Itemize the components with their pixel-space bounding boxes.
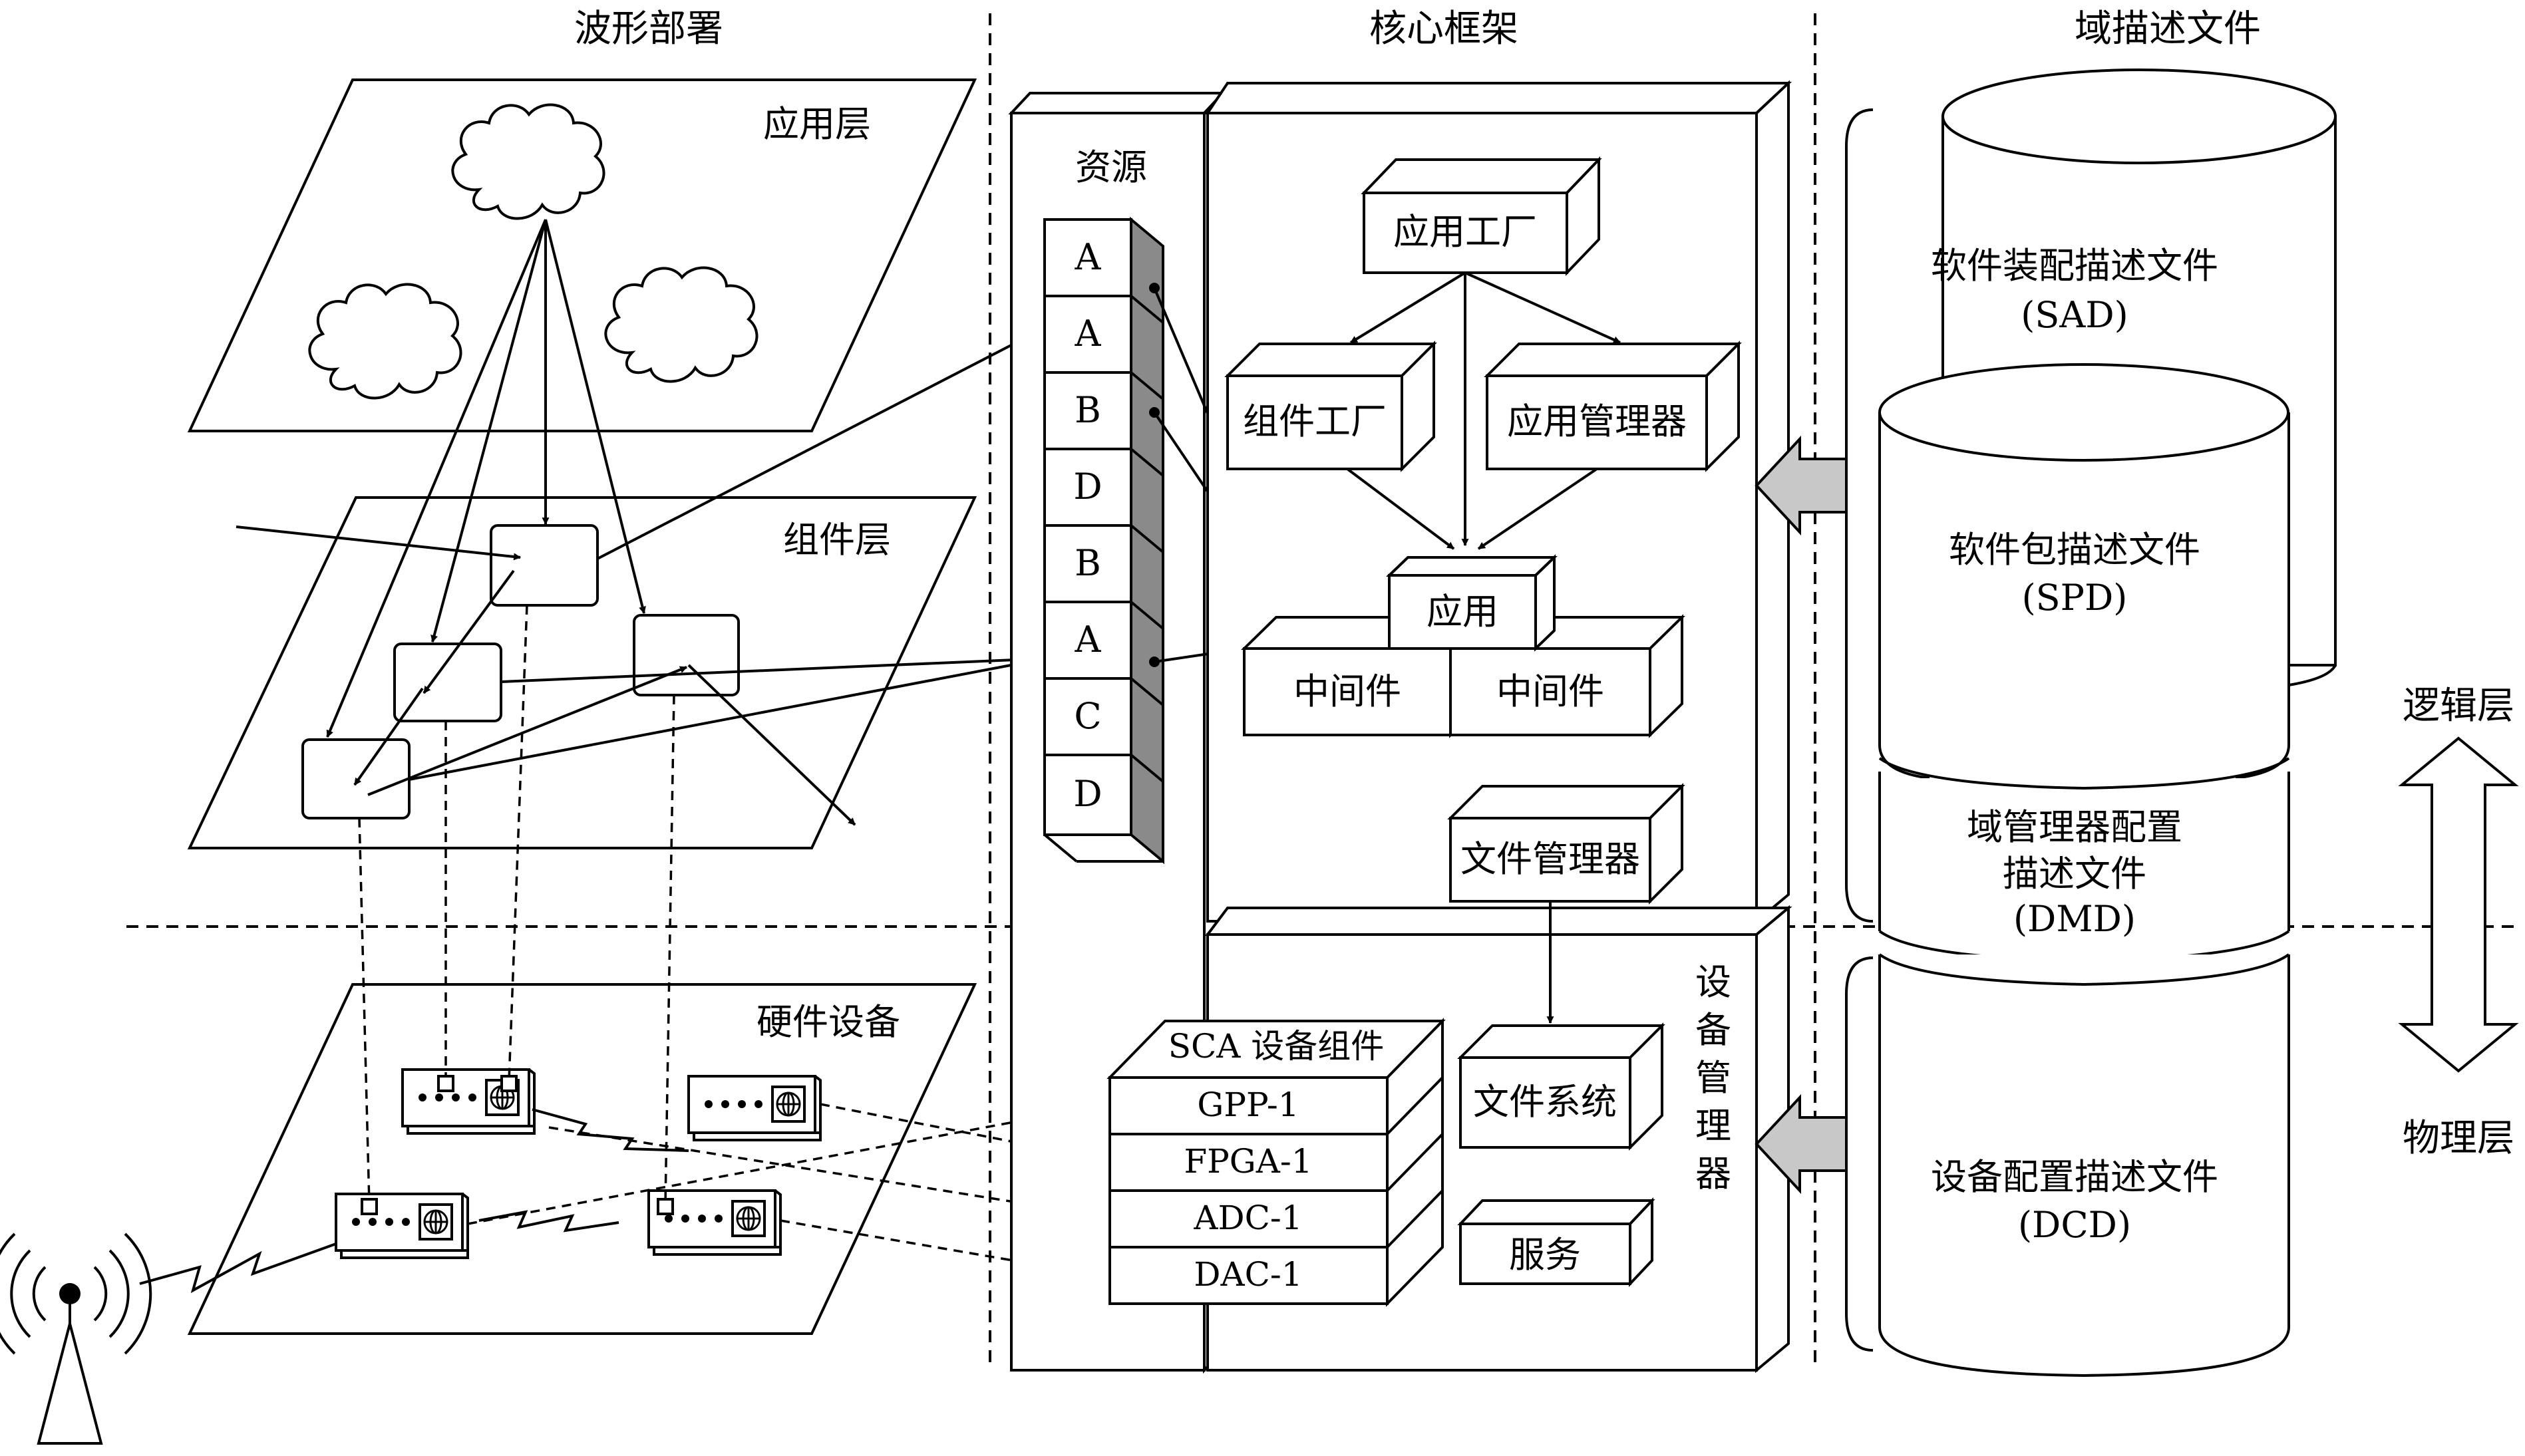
resource-item <box>1043 218 1132 297</box>
resource-label: A <box>1075 619 1102 660</box>
service-label: 服务 <box>1509 1234 1581 1276</box>
file-system-label: 文件系统 <box>1473 1081 1617 1123</box>
resource-label: D <box>1073 773 1102 815</box>
hardware-device-icon <box>335 1193 469 1259</box>
sca-device-title: SCA 设备组件 <box>1168 1027 1385 1066</box>
cloud-icon <box>451 103 605 220</box>
logical-layer-label: 逻辑层 <box>2403 684 2514 728</box>
component-box <box>393 643 502 722</box>
core-arrows <box>1346 271 1621 550</box>
resource-label: A <box>1075 313 1102 355</box>
app-manager-box: 应用管理器 <box>1484 341 1742 472</box>
resource-item <box>1043 601 1132 680</box>
resource-label: B <box>1075 542 1101 584</box>
dmd-line1: 域管理器配置 <box>1967 806 2182 848</box>
component-to-hardware-links <box>358 605 675 1215</box>
component-box <box>301 738 411 819</box>
component-box <box>490 524 599 607</box>
device-manager-char: 备 <box>1695 1009 1731 1051</box>
component-layer-label: 组件层 <box>783 519 891 561</box>
app-factory-label: 应用工厂 <box>1393 211 1537 253</box>
resource-item <box>1043 754 1132 836</box>
device-manager-char: 设 <box>1695 961 1731 1003</box>
double-arrow-icon <box>2398 736 2519 1073</box>
component-factory-label: 组件工厂 <box>1243 400 1387 442</box>
resource-item <box>1043 677 1132 756</box>
component-factory-box: 组件工厂 <box>1224 341 1437 472</box>
resource-label: D <box>1073 466 1102 508</box>
resource-stack: A A B D B A C D <box>1043 216 1164 865</box>
resources-title: 资源 <box>1075 146 1147 188</box>
resource-label: A <box>1075 236 1102 278</box>
dmd-line2: 描述文件 <box>2003 853 2146 895</box>
sad-abbr: (SAD) <box>2021 294 2128 336</box>
device-manager-char: 管 <box>1695 1057 1731 1099</box>
middleware-left-label: 中间件 <box>1293 670 1401 712</box>
hardware-layer-plane: 硬件设备 <box>187 983 977 1335</box>
device-item <box>1108 1076 1389 1135</box>
section-title-domain: 域描述文件 <box>2075 7 2261 51</box>
logical-brace <box>1845 108 1874 923</box>
component-to-resource-links <box>409 326 1047 781</box>
device-label: GPP-1 <box>1197 1086 1299 1124</box>
application-label: 应用 <box>1427 591 1498 633</box>
section-title-core: 核心框架 <box>1369 7 1518 51</box>
component-arrows <box>236 525 856 826</box>
file-manager-label: 文件管理器 <box>1460 838 1640 880</box>
application-box: 应用 <box>1386 554 1558 652</box>
app-factory-box: 应用工厂 <box>1361 156 1602 276</box>
cloud-to-component-arrows <box>326 219 646 738</box>
service-box: 服务 <box>1457 1197 1655 1288</box>
device-label: DAC-1 <box>1194 1255 1302 1294</box>
interface-arrow-icon <box>1755 1093 1848 1195</box>
dmd-abbr: (DMD) <box>2013 898 2136 940</box>
resource-item <box>1043 448 1132 527</box>
spd-cylinder: 软件包描述文件 (SPD) <box>1878 363 2290 780</box>
sad-name: 软件装配描述文件 <box>1931 245 2218 287</box>
file-manager-box: 文件管理器 <box>1447 783 1685 905</box>
application-layer-plane: 应用层 <box>187 78 977 432</box>
component-layer-plane: 组件层 <box>187 496 977 849</box>
file-system-box: 文件系统 <box>1457 1022 1665 1151</box>
middleware-right-label: 中间件 <box>1496 670 1604 712</box>
app-manager-label: 应用管理器 <box>1507 400 1687 442</box>
device-item <box>1108 1246 1389 1305</box>
resource-label: C <box>1074 695 1101 737</box>
device-manager-char: 理 <box>1695 1105 1731 1147</box>
cloud-icon <box>308 283 462 400</box>
sca-device-stack: SCA 设备组件 GPP-1 FPGA-1 ADC-1 DAC-1 <box>1106 1018 1446 1307</box>
device-manager-char: 器 <box>1695 1153 1731 1195</box>
interface-arrow-icon <box>1755 435 1848 536</box>
hardware-device-icon <box>687 1075 822 1141</box>
dcd-name: 设备配置描述文件 <box>1931 1156 2218 1198</box>
resource-label: B <box>1075 389 1101 431</box>
cloud-icon <box>604 266 758 383</box>
section-title-waveform: 波形部署 <box>574 7 723 51</box>
resource-item <box>1043 371 1132 450</box>
device-label: ADC-1 <box>1193 1199 1302 1237</box>
wireless-link-icon <box>478 1210 619 1233</box>
dmd-cylinder: 域管理器配置 描述文件 (DMD) <box>1878 757 2290 963</box>
antenna-icon <box>0 1233 152 1445</box>
hardware-layer-label: 硬件设备 <box>757 1001 900 1043</box>
device-item <box>1108 1133 1389 1192</box>
device-label: FPGA-1 <box>1184 1142 1312 1181</box>
wireless-link-icon <box>139 1242 337 1294</box>
resource-item <box>1043 524 1132 603</box>
wireless-link-icon <box>532 1108 689 1152</box>
physical-layer-label: 物理层 <box>2403 1117 2514 1160</box>
dcd-cylinder: 设备配置描述文件 (DCD) <box>1878 953 2290 1378</box>
spd-name: 软件包描述文件 <box>1949 529 2200 571</box>
physical-brace <box>1845 956 1874 1352</box>
spd-abbr: (SPD) <box>2022 577 2128 619</box>
dcd-abbr: (DCD) <box>2018 1204 2131 1246</box>
device-item <box>1108 1189 1389 1248</box>
application-layer-label: 应用层 <box>763 103 871 145</box>
